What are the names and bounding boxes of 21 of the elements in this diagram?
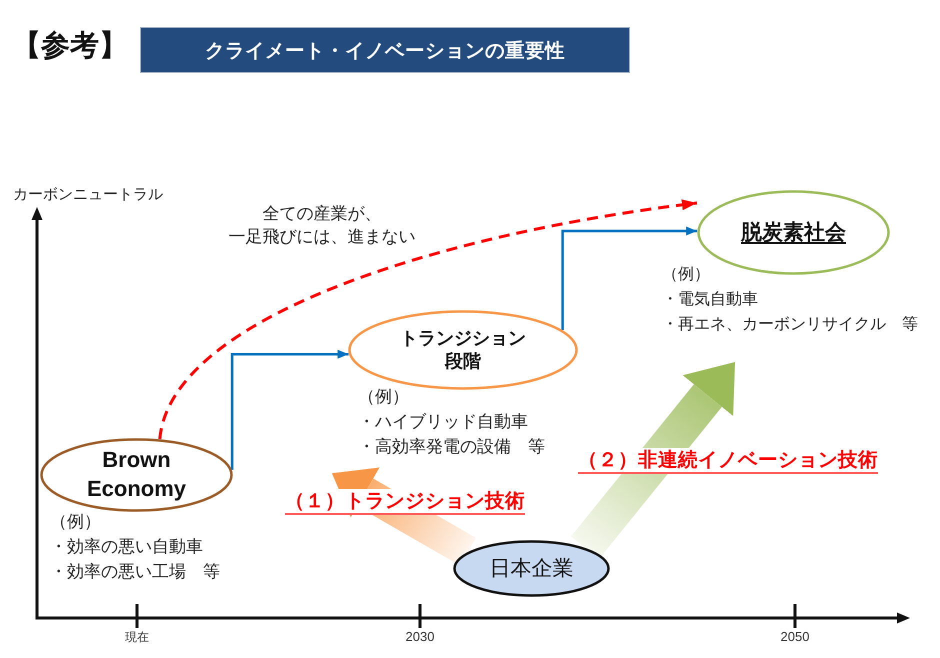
- note-text: ・ハイブリッド自動車: [358, 411, 528, 432]
- ellipse-node: Brown Economy: [40, 438, 233, 512]
- section-tag: 【参考】: [12, 28, 128, 64]
- note-text: ・高効率発電の設備 等: [358, 436, 545, 458]
- ellipse-node: トランジション段階: [348, 310, 578, 390]
- arrow: [561, 226, 698, 330]
- note-text: （例）: [50, 511, 101, 532]
- tick-label: 2050: [780, 629, 810, 646]
- tick-label: 2030: [406, 629, 434, 646]
- title-banner: クライメート・イノベーションの重要性: [140, 27, 630, 73]
- axis-label: カーボンニュートラル: [13, 186, 163, 205]
- note-text: ・効率の悪い自動車: [50, 536, 203, 558]
- arrow: [230, 350, 349, 470]
- arrow: [158, 200, 698, 440]
- tick-label: 現在: [125, 630, 149, 645]
- edge-label: （２）非連続イノベーション技術: [578, 448, 878, 474]
- note-text: ・再エネ、カーボンリサイクル 等: [662, 315, 918, 335]
- note-text: ・効率の悪い工場 等: [50, 561, 220, 582]
- ellipse-node: 日本企業: [453, 540, 610, 597]
- note-text: ・電気自動車: [662, 290, 758, 310]
- edge-label: （１）トランジション技術: [285, 489, 525, 516]
